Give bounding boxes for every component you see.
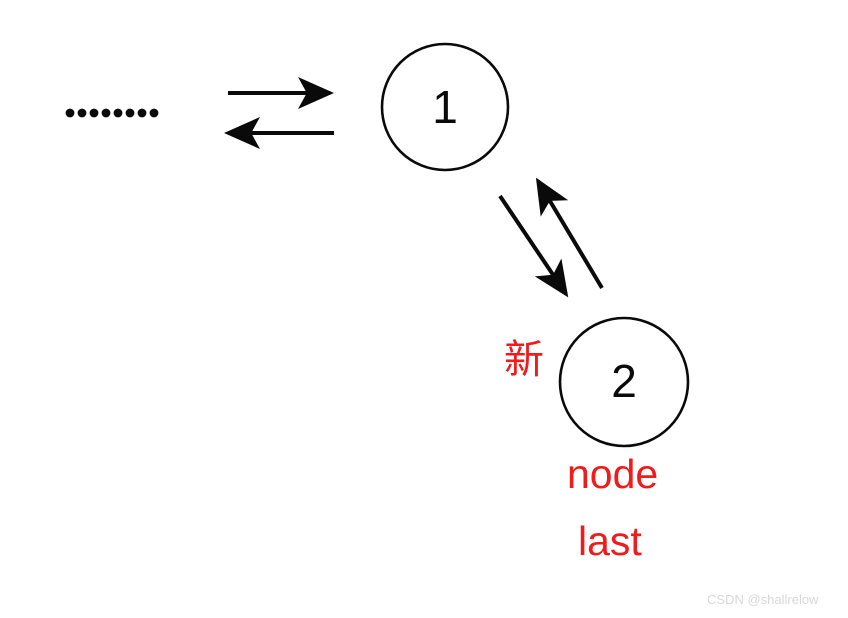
node-1-circle [380, 42, 510, 172]
arrow-node2-to-node1 [535, 177, 604, 290]
csdn-watermark: CSDN @shallrelow [707, 592, 819, 607]
node-2-label: 2 [611, 355, 637, 407]
node-2-circle [558, 316, 690, 448]
node-1-label: 1 [432, 81, 458, 133]
node-pointer-label: node [567, 451, 659, 497]
ellipsis-dots [65, 108, 159, 118]
new-node-marker-label: 新 [504, 338, 544, 382]
arrow-node1-to-node2 [498, 194, 569, 298]
last-pointer-label: last [578, 518, 642, 564]
